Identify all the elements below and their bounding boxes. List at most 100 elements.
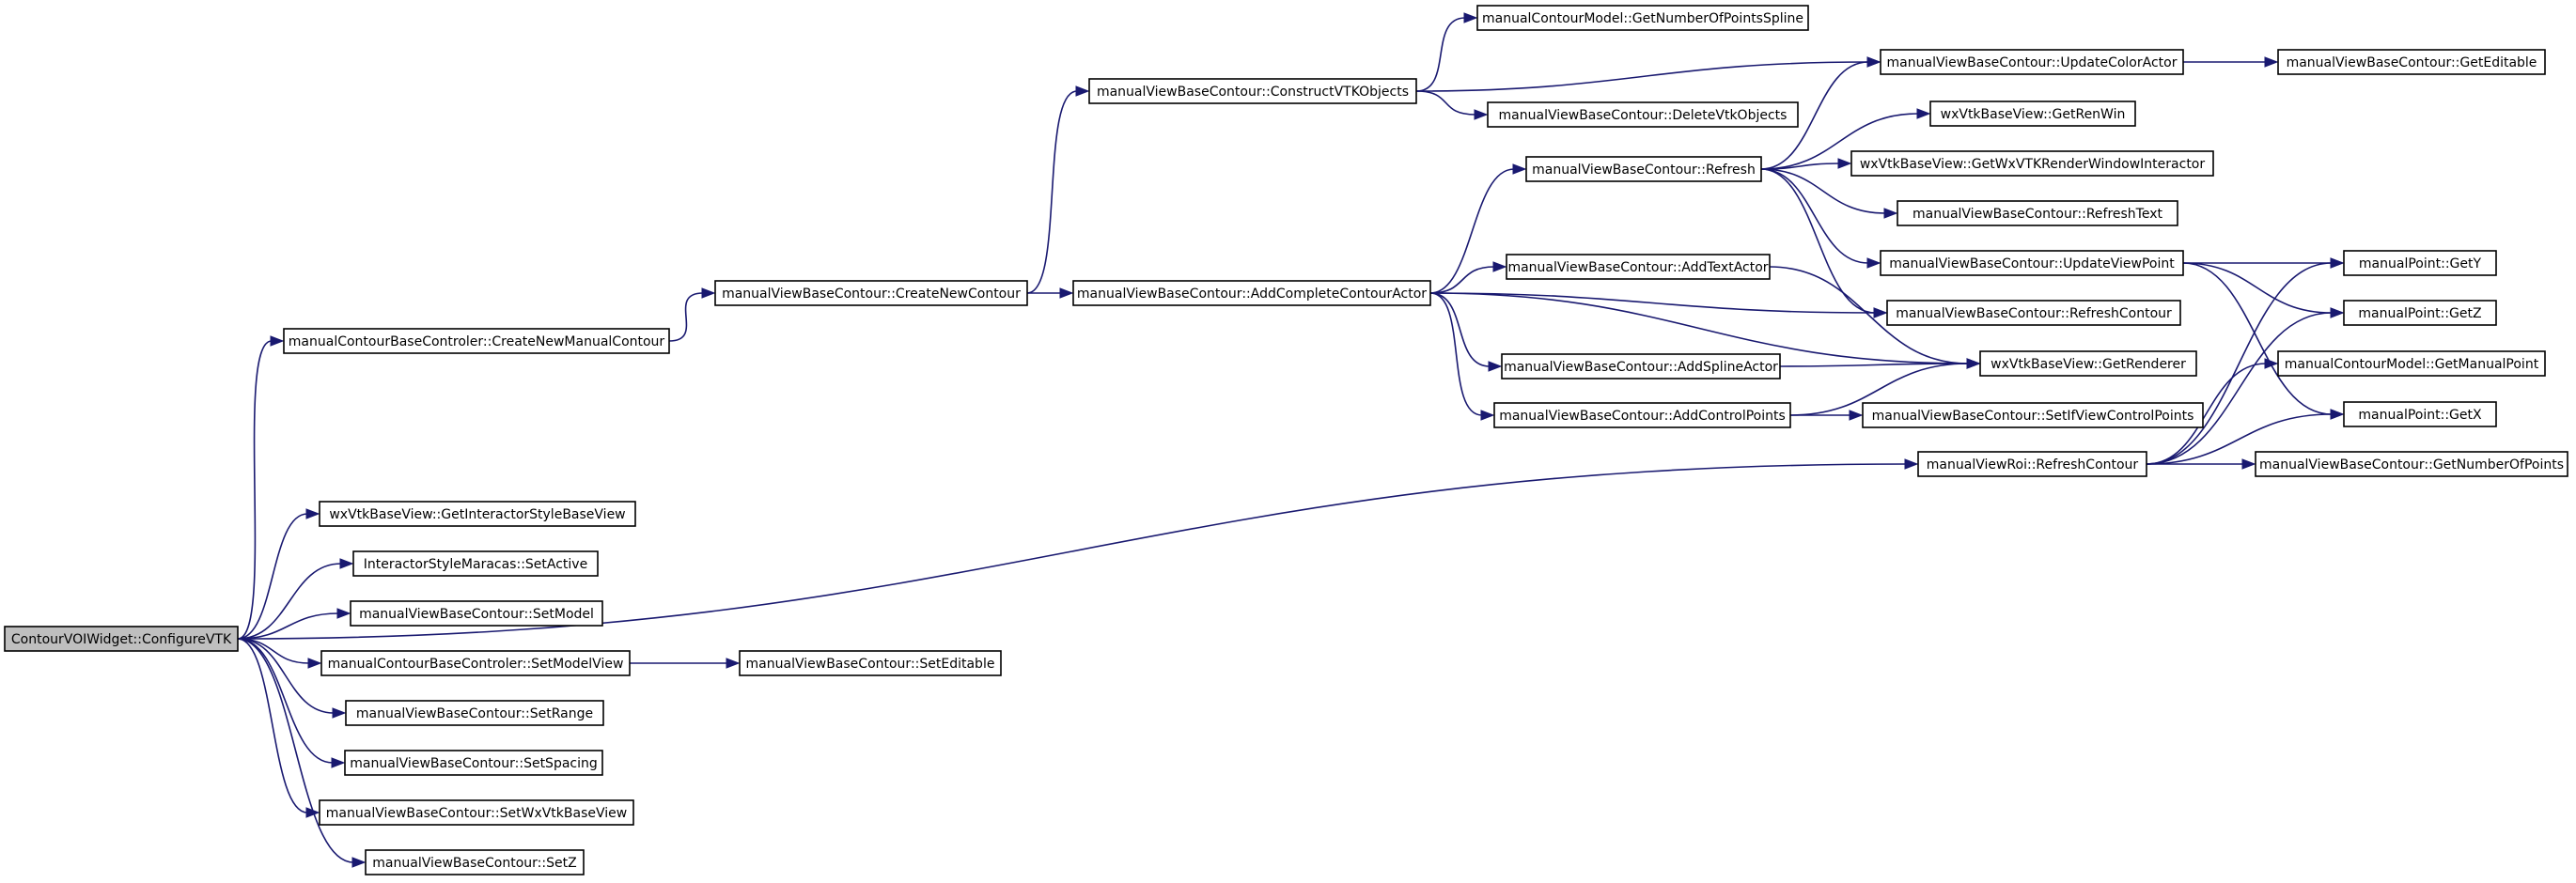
node-manualviewbasecontour-constructvtkobjects[interactable]: manualViewBaseContour::ConstructVTKObjec… <box>1088 78 1417 104</box>
node-wxvtkbaseview-getrenwin[interactable]: wxVtkBaseView::GetRenWin <box>1929 101 2136 127</box>
node-manualcontourbasecontroler-setmodelview[interactable]: manualContourBaseControler::SetModelView <box>320 650 631 676</box>
node-manualcontourmodel-getnumberofpointsspline[interactable]: manualContourModel::GetNumberOfPointsSpl… <box>1476 5 1809 31</box>
node-manualviewbasecontour-addsplineactor[interactable]: manualViewBaseContour::AddSplineActor <box>1501 353 1781 380</box>
edge-manualviewbasecontour-addcompletecontouractor--manualviewbasecontour-refresh <box>1429 163 1527 294</box>
node-label: wxVtkBaseView::GetInteractorStyleBaseVie… <box>329 507 625 522</box>
node-manualpoint-gety[interactable]: manualPoint::GetY <box>2343 250 2497 276</box>
edge-manualviewroi-refreshcontour--manualpoint-gety <box>2146 257 2345 465</box>
edge-manualviewbasecontour-updateviewpoint--manualpoint-getz <box>2182 262 2345 318</box>
node-label: manualViewBaseContour::Refresh <box>1532 163 1756 178</box>
node-label: manualViewBaseContour::UpdateColorActor <box>1887 55 2178 70</box>
node-label: InteractorStyleMaracas::SetActive <box>364 557 587 572</box>
node-label: manualContourModel::GetManualPoint <box>2285 357 2539 372</box>
node-label: manualViewBaseContour::SetIfViewControlP… <box>1872 409 2194 424</box>
node-manualviewbasecontour-createnewcontour[interactable]: manualViewBaseContour::CreateNewContour <box>714 280 1028 306</box>
edge-manualviewbasecontour-updateviewpoint--manualpoint-getx <box>2182 262 2345 420</box>
node-label: manualViewBaseContour::GetNumberOfPoints <box>2259 457 2564 472</box>
edge-manualviewbasecontour-addcompletecontouractor--manualviewbasecontour-addtextactor <box>1429 261 1507 294</box>
node-manualviewbasecontour-addtextactor[interactable]: manualViewBaseContour::AddTextActor <box>1506 254 1771 280</box>
node-manualviewbasecontour-addcompletecontouractor[interactable]: manualViewBaseContour::AddCompleteContou… <box>1072 280 1431 306</box>
edge-manualviewbasecontour-createnewcontour--manualviewbasecontour-addcompletecontouractor <box>1026 287 1074 299</box>
node-label: manualViewBaseContour::CreateNewContour <box>722 287 1021 302</box>
node-label: wxVtkBaseView::GetWxVTKRenderWindowInter… <box>1860 157 2206 172</box>
edge-manualviewbasecontour-createnewcontour--manualviewbasecontour-constructvtkobjects <box>1026 85 1090 294</box>
node-manualcontourmodel-getmanualpoint[interactable]: manualContourModel::GetManualPoint <box>2277 350 2546 377</box>
node-manualviewbasecontour-refreshcontour[interactable]: manualViewBaseContour::RefreshContour <box>1886 300 2181 326</box>
edge-manualviewbasecontour-refresh--manualviewbasecontour-updateviewpoint <box>1760 168 1881 269</box>
edge-manualviewbasecontour-constructvtkobjects--manualviewbasecontour-updatecoloractor <box>1415 56 1881 92</box>
edge-contourvoiwidget-configurevtk--manualviewbasecontour-setrange <box>237 638 347 719</box>
node-label: manualViewBaseContour::SetWxVtkBaseView <box>326 806 627 821</box>
edge-manualviewbasecontour-refresh--wxvtkbaseview-getrenwin <box>1760 108 1931 170</box>
node-label: manualViewBaseContour::UpdateViewPoint <box>1889 256 2175 271</box>
node-manualviewbasecontour-getnumberofpoints[interactable]: manualViewBaseContour::GetNumberOfPoints <box>2255 451 2568 477</box>
node-manualpoint-getz[interactable]: manualPoint::GetZ <box>2343 300 2497 326</box>
edge-manualviewbasecontour-constructvtkobjects--manualviewbasecontour-deletevtkobjects <box>1415 90 1489 120</box>
node-manualviewbasecontour-deletevtkobjects[interactable]: manualViewBaseContour::DeleteVtkObjects <box>1487 101 1799 128</box>
node-manualviewbasecontour-setspacing[interactable]: manualViewBaseContour::SetSpacing <box>344 750 603 776</box>
node-label: wxVtkBaseView::GetRenWin <box>1941 107 2126 122</box>
node-interactorstylemaracas-setactive[interactable]: InteractorStyleMaracas::SetActive <box>352 550 599 577</box>
edge-manualviewbasecontour-addcontrolpoints--wxvtkbaseview-getrenderer <box>1789 358 1981 416</box>
node-label: manualViewBaseContour::AddControlPoints <box>1499 409 1786 424</box>
node-wxvtkbaseview-getinteractorstylebaseview[interactable]: wxVtkBaseView::GetInteractorStyleBaseVie… <box>319 501 636 527</box>
node-label: manualViewBaseContour::SetEditable <box>746 657 995 672</box>
node-label: manualViewBaseContour::RefreshText <box>1912 207 2163 222</box>
edge-manualviewroi-refreshcontour--manualpoint-getx <box>2146 409 2345 465</box>
node-label: manualPoint::GetX <box>2358 408 2482 423</box>
node-label: manualViewBaseContour::SetModel <box>359 607 594 622</box>
node-label: manualContourBaseControler::CreateNewMan… <box>289 334 665 349</box>
node-manualpoint-getx[interactable]: manualPoint::GetX <box>2343 401 2497 427</box>
node-manualviewbasecontour-seteditable[interactable]: manualViewBaseContour::SetEditable <box>739 650 1002 676</box>
node-label: manualViewRoi::RefreshContour <box>1927 457 2139 472</box>
node-manualviewbasecontour-setrange[interactable]: manualViewBaseContour::SetRange <box>345 700 604 726</box>
edge-manualviewroi-refreshcontour--manualpoint-getz <box>2146 307 2345 465</box>
node-label: wxVtkBaseView::GetRenderer <box>1991 357 2186 372</box>
edge-contourvoiwidget-configurevtk--wxvtkbaseview-getinteractorstylebaseview <box>237 508 320 640</box>
node-label: manualContourModel::GetNumberOfPointsSpl… <box>1482 11 1803 26</box>
node-label: ContourVOIWidget::ConfigureVTK <box>11 632 232 647</box>
edge-contourvoiwidget-configurevtk--manualcontourbasecontroler-createnewmanualcontour <box>237 335 285 640</box>
node-contourvoiwidget-configurevtk[interactable]: ContourVOIWidget::ConfigureVTK <box>4 626 239 652</box>
edge-manualviewroi-refreshcontour--manualviewbasecontour-getnumberofpoints <box>2147 458 2256 470</box>
edge-manualviewbasecontour-addcompletecontouractor--manualviewbasecontour-refreshcontour <box>1429 292 1888 318</box>
edge-contourvoiwidget-configurevtk--manualviewbasecontour-setspacing <box>237 638 346 768</box>
node-manualviewbasecontour-refresh[interactable]: manualViewBaseContour::Refresh <box>1525 156 1762 182</box>
edge-manualviewbasecontour-updatecoloractor--manualviewbasecontour-geteditable <box>2183 56 2279 68</box>
edge-manualviewbasecontour-addcompletecontouractor--manualviewbasecontour-addcontrolpoints <box>1429 292 1495 421</box>
node-manualviewbasecontour-refreshtext[interactable]: manualViewBaseContour::RefreshText <box>1897 200 2178 226</box>
node-manualviewbasecontour-addcontrolpoints[interactable]: manualViewBaseContour::AddControlPoints <box>1493 402 1791 428</box>
node-manualviewroi-refreshcontour[interactable]: manualViewRoi::RefreshContour <box>1917 451 2147 477</box>
node-wxvtkbaseview-getwxvtkrenderwindowinteractor[interactable]: wxVtkBaseView::GetWxVTKRenderWindowInter… <box>1850 150 2214 177</box>
node-label: manualViewBaseContour::SetSpacing <box>350 756 598 771</box>
node-manualcontourbasecontroler-createnewmanualcontour[interactable]: manualContourBaseControler::CreateNewMan… <box>283 328 670 354</box>
node-label: manualViewBaseContour::ConstructVTKObjec… <box>1097 85 1409 100</box>
edge-contourvoiwidget-configurevtk--manualviewbasecontour-setmodel <box>237 608 351 640</box>
node-label: manualViewBaseContour::AddCompleteContou… <box>1077 287 1427 302</box>
node-label: manualPoint::GetY <box>2359 256 2482 271</box>
call-edges <box>237 12 2345 868</box>
node-label: manualViewBaseContour::AddTextActor <box>1507 260 1768 275</box>
node-manualviewbasecontour-updatecoloractor[interactable]: manualViewBaseContour::UpdateColorActor <box>1880 49 2184 75</box>
edge-manualviewbasecontour-addcompletecontouractor--manualviewbasecontour-addsplineactor <box>1429 292 1503 372</box>
edge-manualviewbasecontour-refresh--manualviewbasecontour-refreshtext <box>1760 168 1898 219</box>
node-manualviewbasecontour-setmodel[interactable]: manualViewBaseContour::SetModel <box>350 600 603 627</box>
node-label: manualViewBaseContour::SetRange <box>356 706 593 721</box>
node-wxvtkbaseview-getrenderer[interactable]: wxVtkBaseView::GetRenderer <box>1979 350 2197 377</box>
node-label: manualViewBaseContour::RefreshContour <box>1896 306 2172 321</box>
node-manualviewbasecontour-setifviewcontrolpoints[interactable]: manualViewBaseContour::SetIfViewControlP… <box>1862 402 2204 428</box>
node-manualviewbasecontour-setwxvtkbaseview[interactable]: manualViewBaseContour::SetWxVtkBaseView <box>319 799 634 826</box>
node-label: manualPoint::GetZ <box>2358 306 2481 321</box>
node-label: manualViewBaseContour::AddSplineActor <box>1504 360 1778 375</box>
edge-manualviewbasecontour-refresh--manualviewbasecontour-updatecoloractor <box>1760 56 1881 170</box>
node-manualviewbasecontour-setz[interactable]: manualViewBaseContour::SetZ <box>365 849 585 875</box>
node-label: manualViewBaseContour::GetEditable <box>2287 55 2537 70</box>
edge-manualviewbasecontour-addcontrolpoints--manualviewbasecontour-setifviewcontrolpoints <box>1790 410 1864 421</box>
edge-contourvoiwidget-configurevtk--manualviewbasecontour-setz <box>237 638 367 868</box>
edge-manualviewbasecontour-updateviewpoint--manualpoint-gety <box>2183 257 2345 269</box>
edge-contourvoiwidget-configurevtk--interactorstylemaracas-setactive <box>237 558 354 640</box>
node-manualviewbasecontour-updateviewpoint[interactable]: manualViewBaseContour::UpdateViewPoint <box>1880 250 2184 276</box>
node-manualviewbasecontour-geteditable[interactable]: manualViewBaseContour::GetEditable <box>2277 49 2546 75</box>
edge-manualcontourbasecontroler-setmodelview--manualviewbasecontour-seteditable <box>630 658 741 669</box>
